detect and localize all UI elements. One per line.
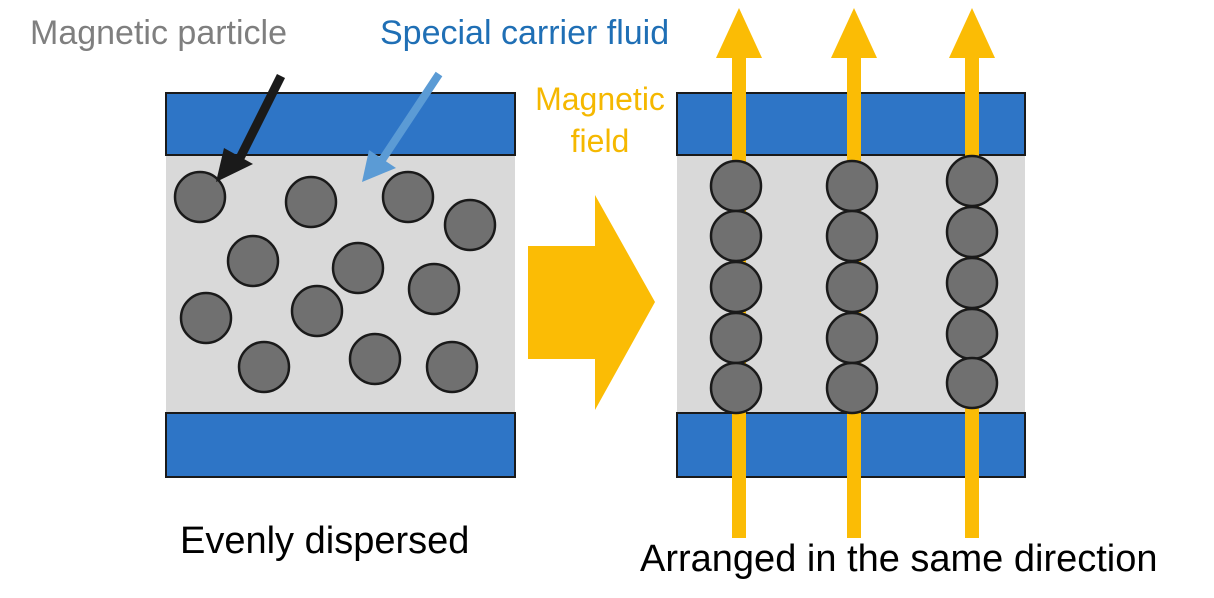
particle [179,291,233,345]
particle [443,198,497,252]
left-panel [165,71,516,478]
particle [709,361,763,415]
particle [709,209,763,263]
particle [945,205,999,259]
field-arrowhead-3 [949,8,995,58]
magnetic-particle-label: Magnetic particle [30,14,288,52]
transition-arrow [528,195,655,410]
particle [226,234,280,288]
particle [825,260,879,314]
field-arrowhead-1 [716,8,762,58]
carrier-fluid-label: Special carrier fluid [380,14,670,52]
particle [945,356,999,410]
left-caption: Evenly dispersed [180,520,470,562]
particle [709,159,763,213]
dispersed-particles [173,170,497,394]
particle [284,175,338,229]
right-caption: Arranged in the same direction [640,538,1158,580]
particle [825,209,879,263]
particle [331,241,385,295]
particle [709,311,763,365]
field-arrowhead-2 [831,8,877,58]
particle-chain-3 [945,154,999,410]
particle [173,170,227,224]
particle [407,262,461,316]
fluid-pointer-arrow [362,71,443,182]
left-bottom-plate [165,412,516,478]
aligned-particles [709,154,999,415]
magnetic-field-label: Magnetic field [535,81,665,159]
particle [348,332,402,386]
particle-pointer-arrow [216,73,286,182]
particle [945,154,999,208]
particle-chain-2 [825,159,879,415]
particle-chain-1 [709,159,763,415]
particle [945,256,999,310]
particle [825,361,879,415]
particle [709,260,763,314]
particle [825,311,879,365]
particle [425,340,479,394]
left-top-plate [165,92,516,156]
right-panel [676,8,1026,538]
particle [290,284,344,338]
particle [825,159,879,213]
particle [381,170,435,224]
particle [945,307,999,361]
particle [237,340,291,394]
